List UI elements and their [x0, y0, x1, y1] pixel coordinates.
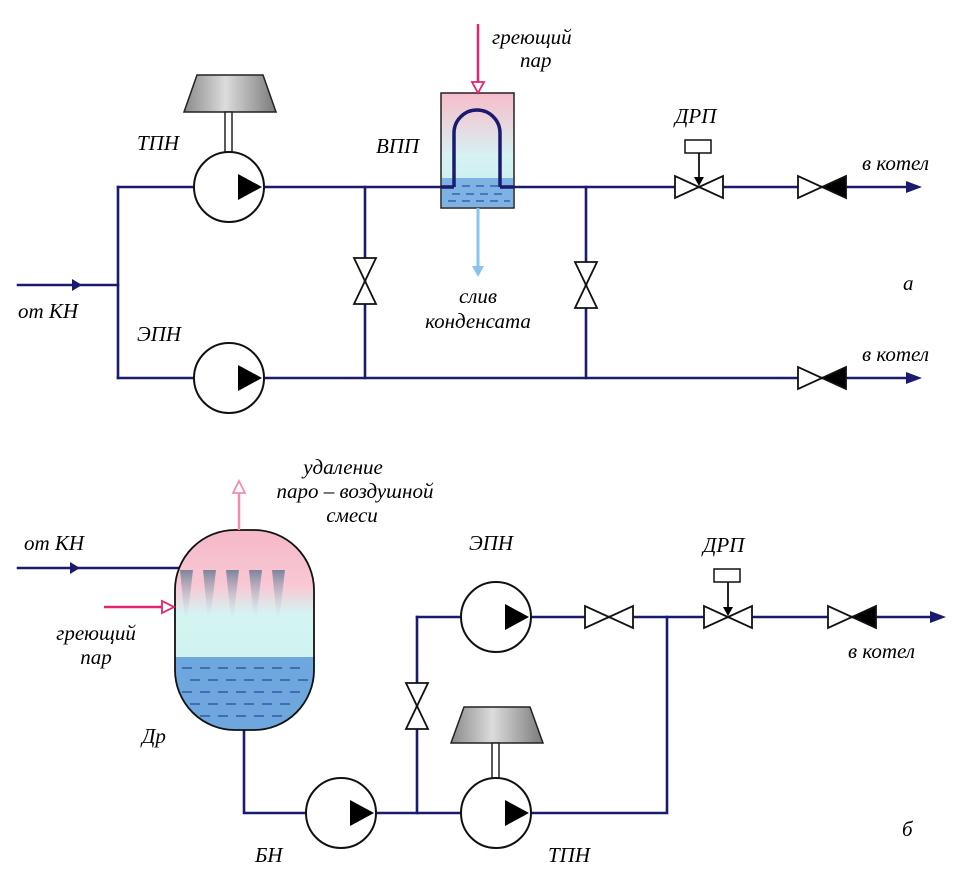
high-pressure-heater: [440, 92, 515, 209]
label-pressure-valve-b: ДРП: [701, 533, 746, 557]
label-air-removal-1: удаление: [301, 455, 383, 479]
label-to-boiler-a-bottom: в котел: [862, 342, 929, 366]
pipe-b-deaerator-drop: [242, 728, 307, 815]
turbine-feed-pump-b: [449, 706, 545, 849]
label-condensate-drain-2: конденсата: [425, 309, 531, 333]
deaerator-tank: [174, 529, 315, 731]
booster-pump: [305, 777, 377, 849]
label-air-removal-3: смеси: [326, 503, 378, 527]
label-scheme-a-tag: а: [903, 271, 914, 295]
flow-arrow-icon: [72, 279, 82, 291]
pump-icon: [460, 777, 532, 849]
label-from-condensate-pump-b: от КН: [24, 531, 86, 555]
check-valve-a-bottom: [797, 365, 847, 391]
label-turbine-feed-pump-b: ТПН: [548, 843, 592, 867]
pump-icon: [193, 151, 265, 223]
pressure-control-valve-b: [703, 568, 753, 630]
label-deaerator: Др: [140, 724, 166, 748]
scheme-b: от КН греющий пар удаление паро – воздуш…: [16, 455, 946, 867]
bypass-valve-b: [404, 682, 430, 730]
label-heating-steam-a-2: пар: [520, 48, 552, 72]
label-condensate-drain-1: слив: [459, 284, 497, 308]
label-heating-steam-b-1: греющий: [56, 621, 136, 645]
label-from-condensate-pump-a: от КН: [18, 299, 80, 323]
condensate-drain-arrow: [472, 208, 484, 277]
check-valve-b: [827, 604, 877, 630]
heating-steam-arrow-a: [470, 24, 486, 95]
label-turbine-feed-pump-a: ТПН: [137, 131, 181, 155]
pressure-control-valve-a: [674, 139, 724, 200]
outlet-arrow-icon: [906, 372, 922, 384]
label-air-removal-2: паро – воздушной: [277, 479, 434, 503]
pump-icon: [460, 581, 532, 653]
heating-steam-arrow-b: [104, 599, 177, 615]
pump-icon: [305, 777, 377, 849]
label-booster-pump: БН: [254, 843, 284, 867]
pipe-b-tpn-line: [530, 615, 669, 815]
scheme-a: от КН ТПН ЭПН ВПП греющий пар слив конде…: [16, 24, 929, 414]
air-removal-arrow: [231, 478, 247, 530]
electric-feed-pump-a: [193, 342, 265, 414]
label-heating-steam-b-2: пар: [80, 645, 112, 669]
electric-feed-pump-b: [460, 581, 532, 653]
bypass-valve-a2: [573, 261, 599, 309]
check-valve-a-top: [797, 174, 847, 200]
outlet-arrow-icon: [906, 181, 922, 193]
label-heater: ВПП: [376, 134, 421, 158]
label-pressure-valve-a: ДРП: [673, 104, 718, 128]
label-heating-steam-a-1: греющий: [492, 25, 572, 49]
pump-icon: [193, 342, 265, 414]
label-electric-feed-pump-a: ЭПН: [137, 322, 183, 346]
turbine-drive-icon: [182, 74, 278, 113]
label-to-boiler-b: в котел: [848, 639, 915, 663]
outlet-arrow-icon: [930, 611, 946, 623]
flow-arrow-icon: [70, 562, 80, 574]
bypass-valve-a1: [352, 257, 378, 305]
label-to-boiler-a-top: в котел: [862, 151, 929, 175]
turbine-drive-icon: [449, 706, 545, 744]
shutoff-valve-b: [584, 604, 634, 630]
label-scheme-b-tag: б: [902, 817, 914, 841]
turbine-feed-pump-a: [182, 74, 278, 223]
label-electric-feed-pump-b: ЭПН: [469, 531, 515, 555]
